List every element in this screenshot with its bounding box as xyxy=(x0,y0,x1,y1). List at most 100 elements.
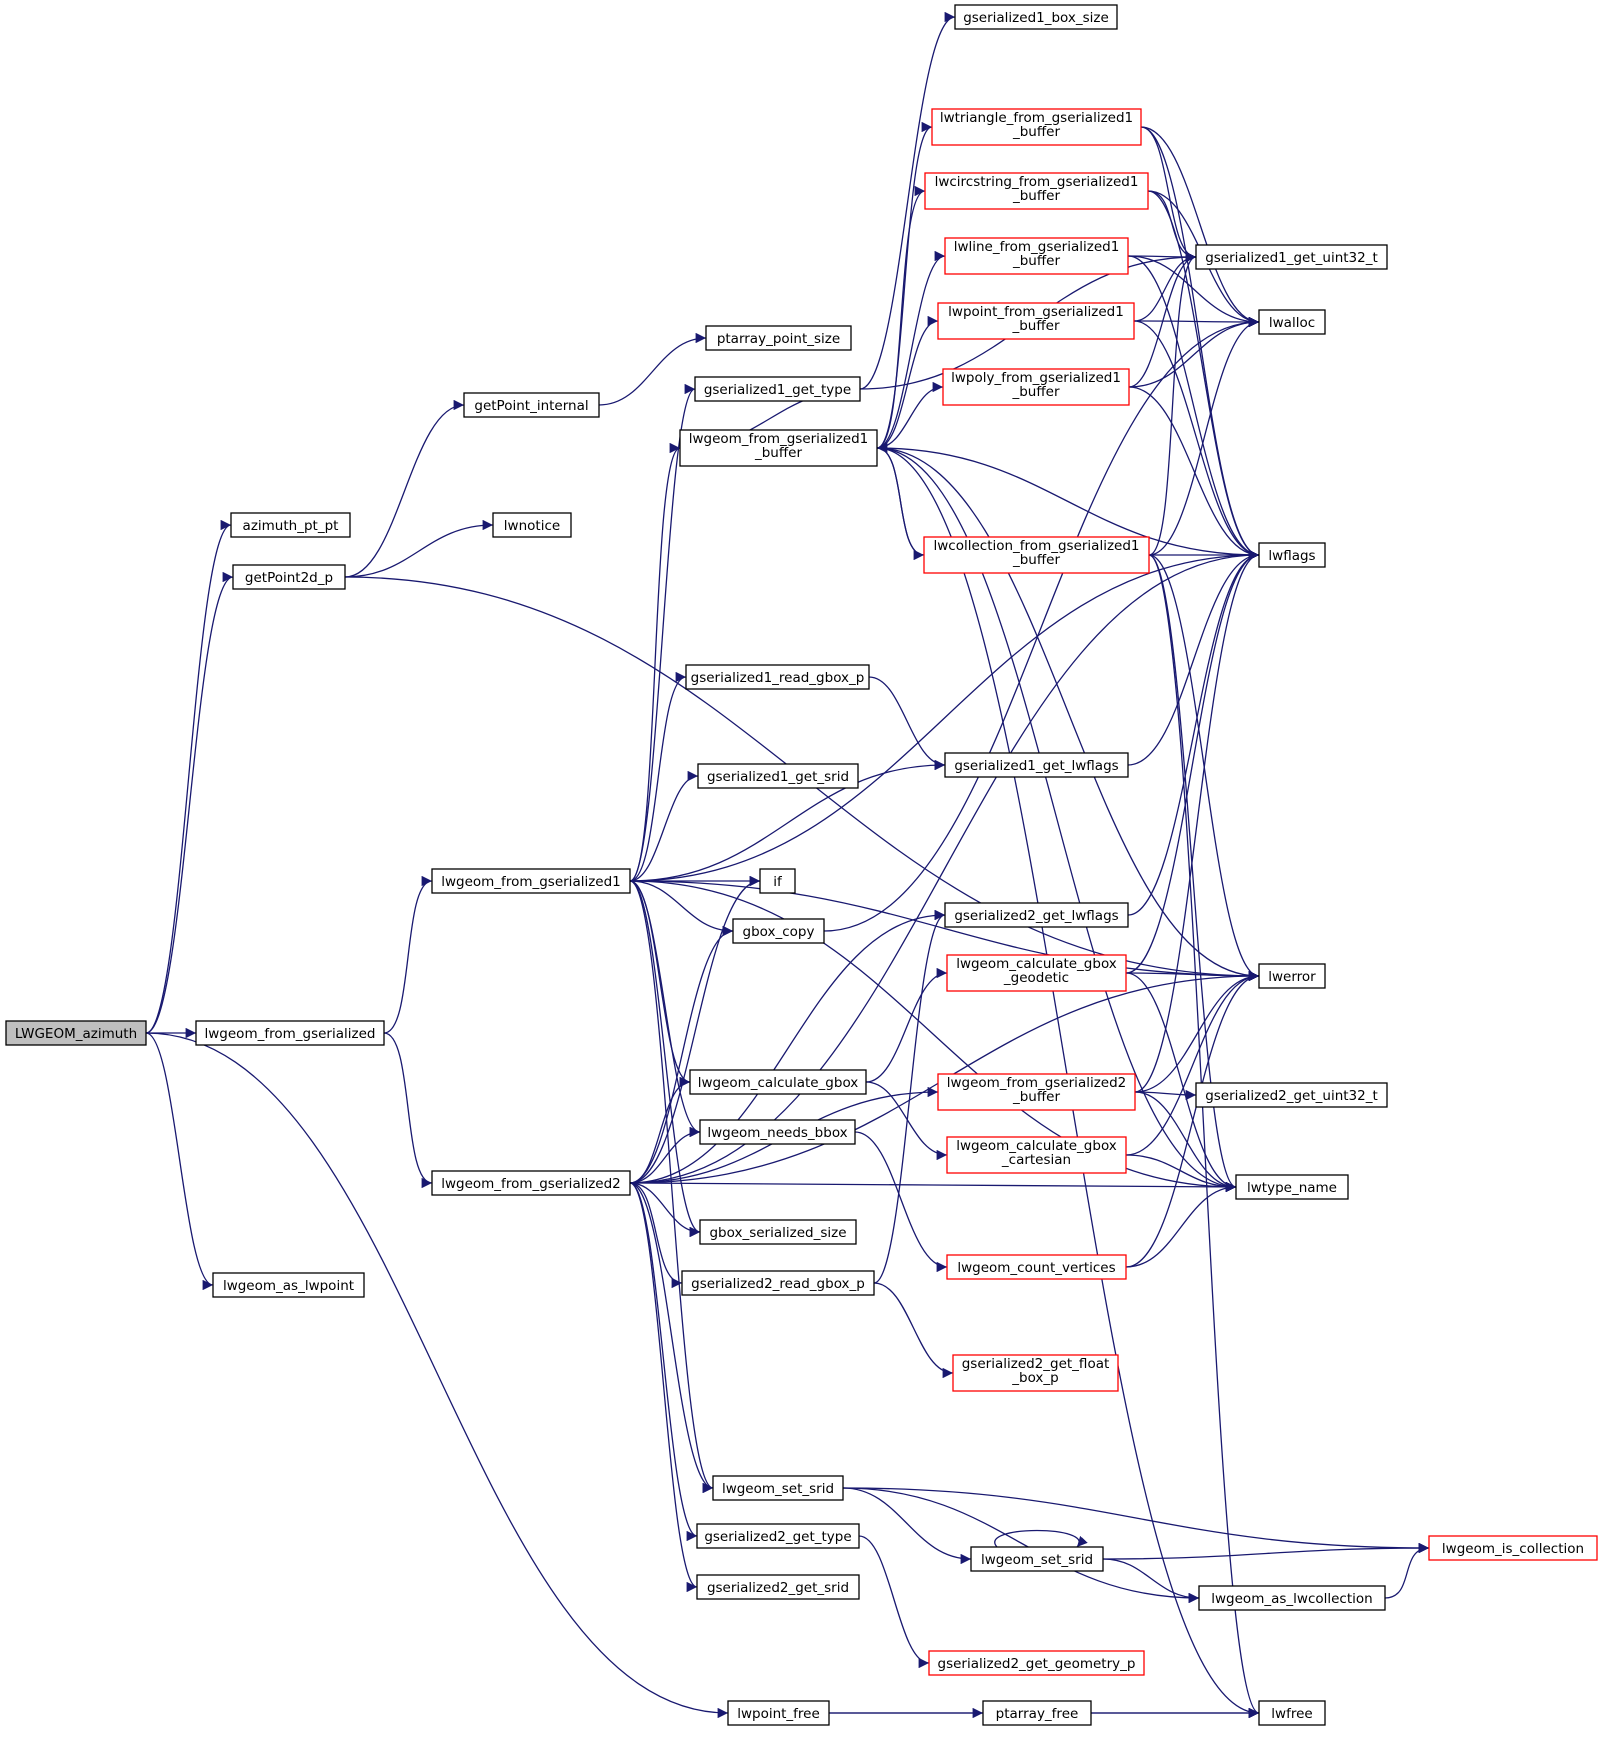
node-box xyxy=(931,108,1142,146)
node-gserialized2-get-srid[interactable]: gserialized2_get_srid xyxy=(696,1574,860,1600)
call-edge xyxy=(842,1487,1200,1604)
node-gserialized2-get-lwflags[interactable]: gserialized2_get_lwflags xyxy=(944,902,1129,928)
call-edge xyxy=(1125,970,1260,982)
node-gbox-serialized-size[interactable]: gbox_serialized_size xyxy=(699,1219,857,1245)
node-label: _buffer xyxy=(1012,1089,1060,1105)
node-lwtype-name[interactable]: lwtype_name xyxy=(1235,1174,1349,1200)
node-gserialized1-get-lwflags[interactable]: gserialized1_get_lwflags xyxy=(944,752,1129,778)
node-lwflags[interactable]: lwflags xyxy=(1258,542,1326,568)
node-lwgeom-from-gserialized1[interactable]: lwgeom_from_gserialized1 xyxy=(431,868,631,894)
call-edge xyxy=(842,1487,1430,1554)
node-box xyxy=(1235,1174,1349,1200)
node-box xyxy=(1258,542,1326,568)
node-gserialized2-get-type[interactable]: gserialized2_get_type xyxy=(696,1523,860,1549)
node-lwgeom-calculate-gbox-geodetic[interactable]: lwgeom_calculate_gbox_geodetic xyxy=(946,954,1127,992)
call-edge xyxy=(1384,1542,1430,1599)
node-if[interactable]: if xyxy=(759,868,796,894)
call-edge xyxy=(876,121,933,449)
call-edge xyxy=(629,442,681,882)
node-lwgeom-set-srid-inner[interactable]: lwgeom_set_srid xyxy=(970,1546,1104,1572)
node-box xyxy=(689,1069,867,1095)
node-label: lwnotice xyxy=(504,518,560,534)
call-edge xyxy=(994,1529,1088,1548)
node-label: gserialized2_get_srid xyxy=(707,1580,849,1596)
call-edge xyxy=(1148,554,1260,1718)
node-gserialized1-box-size[interactable]: gserialized1_box_size xyxy=(954,4,1118,30)
node-box xyxy=(681,1270,875,1296)
node-gserialized2-get-geometry-p[interactable]: gserialized2_get_geometry_p xyxy=(928,1650,1145,1676)
node-lwgeom-from-gserialized2-buffer[interactable]: lwgeom_from_gserialized2_buffer xyxy=(937,1073,1136,1111)
call-edge xyxy=(1127,549,1260,916)
call-edge xyxy=(1127,255,1260,328)
node-lwgeom-set-srid[interactable]: lwgeom_set_srid xyxy=(712,1475,844,1501)
call-edge xyxy=(873,1282,954,1379)
node-box xyxy=(946,1254,1127,1280)
node-label: lwgeom_from_gserialized2 xyxy=(947,1075,1127,1091)
node-lwalloc[interactable]: lwalloc xyxy=(1258,309,1326,335)
node-lwtriangle-from-gserialized1-buffer[interactable]: lwtriangle_from_gserialized1_buffer xyxy=(931,108,1142,146)
node-box xyxy=(5,1020,147,1046)
node-label: gserialized2_get_lwflags xyxy=(954,908,1118,924)
node-box xyxy=(1258,963,1326,989)
call-edge xyxy=(865,967,948,1083)
node-label: lwtriangle_from_gserialized1 xyxy=(940,110,1133,126)
node-label: ptarray_free xyxy=(996,1706,1079,1722)
node-label: _buffer xyxy=(754,445,802,461)
node-lwgeom-from-gserialized[interactable]: lwgeom_from_gserialized xyxy=(195,1020,385,1046)
node-box xyxy=(1258,309,1326,335)
node-gserialized1-get-type[interactable]: gserialized1_get_type xyxy=(694,376,861,402)
node-label: _buffer xyxy=(1012,188,1060,204)
node-gserialized2-get-float-box-p[interactable]: gserialized2_get_float_box_p xyxy=(952,1354,1119,1392)
node-lwgeom-is-collection[interactable]: lwgeom_is_collection xyxy=(1428,1535,1598,1561)
node-label: ptarray_point_size xyxy=(717,331,840,347)
node-label: lwgeom_is_collection xyxy=(1442,1541,1584,1557)
node-gserialized1-get-srid[interactable]: gserialized1_get_srid xyxy=(697,763,859,789)
node-box xyxy=(946,954,1127,992)
node-gserialized1-get-uint32-t[interactable]: gserialized1_get_uint32_t xyxy=(1195,244,1388,270)
call-edge xyxy=(629,880,701,1238)
node-lwgeom-from-gserialized1-buffer[interactable]: lwgeom_from_gserialized1_buffer xyxy=(679,429,878,467)
node-gserialized2-read-gbox-p[interactable]: gserialized2_read_gbox_p xyxy=(681,1270,875,1296)
node-lwgeom-calculate-gbox[interactable]: lwgeom_calculate_gbox xyxy=(689,1069,867,1095)
node-box xyxy=(937,302,1135,340)
node-lwline-from-gserialized1-buffer[interactable]: lwline_from_gserialized1_buffer xyxy=(944,237,1129,275)
node-lwcircstring-from-gserialized1-buffer[interactable]: lwcircstring_from_gserialized1_buffer xyxy=(924,172,1149,210)
node-lwerror[interactable]: lwerror xyxy=(1258,963,1326,989)
call-edge xyxy=(1125,549,1260,974)
node-label: gserialized1_get_type xyxy=(704,382,851,398)
node-lwnotice[interactable]: lwnotice xyxy=(492,512,572,538)
call-edge xyxy=(629,880,734,937)
call-edge xyxy=(1147,190,1260,561)
node-getpoint2d-p[interactable]: getPoint2d_p xyxy=(232,564,346,590)
node-lwpoint-free[interactable]: lwpoint_free xyxy=(727,1700,830,1726)
node-lwgeom-as-lwpoint[interactable]: lwgeom_as_lwpoint xyxy=(212,1272,365,1298)
node-lwgeom-calculate-gbox-cartesian[interactable]: lwgeom_calculate_gbox_cartesian xyxy=(946,1136,1127,1174)
call-edge xyxy=(629,880,714,1494)
node-box xyxy=(944,237,1129,275)
node-label: lwflags xyxy=(1268,548,1315,564)
node-box xyxy=(937,1073,1136,1111)
node-gserialized1-read-gbox-p[interactable]: gserialized1_read_gbox_p xyxy=(685,664,870,690)
node-gbox-copy[interactable]: gbox_copy xyxy=(732,918,825,944)
node-lwfree[interactable]: lwfree xyxy=(1258,1700,1326,1726)
node-lwcollection-from-gserialized1-buffer[interactable]: lwcollection_from_gserialized1_buffer xyxy=(923,536,1150,574)
call-edge xyxy=(842,1487,972,1565)
call-edge xyxy=(629,1182,683,1289)
call-edge xyxy=(629,875,761,1184)
node-lwpoint-from-gserialized1-buffer[interactable]: lwpoint_from_gserialized1_buffer xyxy=(937,302,1135,340)
call-edge xyxy=(629,671,687,882)
node-lwgeom-from-gserialized2[interactable]: lwgeom_from_gserialized2 xyxy=(431,1170,631,1196)
node-azimuth-pt-pt[interactable]: azimuth_pt_pt xyxy=(230,512,351,538)
node-ptarray-point-size[interactable]: ptarray_point_size xyxy=(705,325,852,351)
node-lwgeom-count-vertices[interactable]: lwgeom_count_vertices xyxy=(946,1254,1127,1280)
call-edge xyxy=(383,1032,433,1189)
node-box xyxy=(954,4,1118,30)
node-lwpoly-from-gserialized1-buffer[interactable]: lwpoly_from_gserialized1_buffer xyxy=(942,368,1130,406)
node-label: gserialized2_get_float xyxy=(962,1356,1110,1372)
node-lwgeom-as-lwcollection[interactable]: lwgeom_as_lwcollection xyxy=(1198,1585,1386,1611)
node-lwgeom-azimuth[interactable]: LWGEOM_azimuth xyxy=(5,1020,147,1046)
node-lwgeom-needs-bbox[interactable]: lwgeom_needs_bbox xyxy=(699,1119,856,1145)
node-getpoint-internal[interactable]: getPoint_internal xyxy=(463,392,600,418)
node-gserialized2-get-uint32-t[interactable]: gserialized2_get_uint32_t xyxy=(1195,1082,1388,1108)
node-ptarray-free[interactable]: ptarray_free xyxy=(982,1700,1092,1726)
